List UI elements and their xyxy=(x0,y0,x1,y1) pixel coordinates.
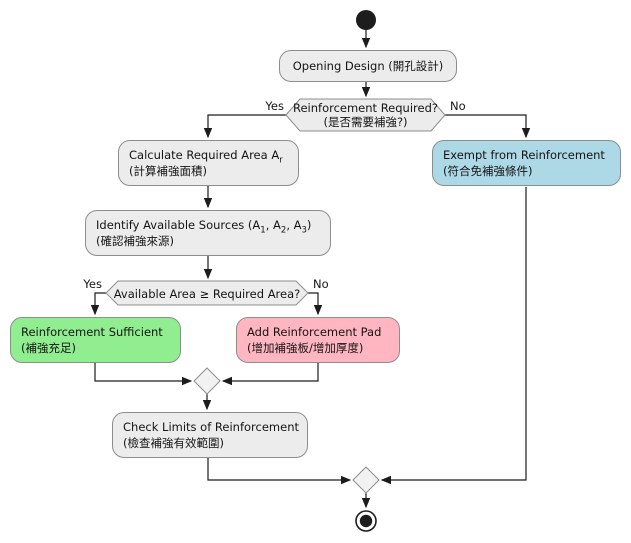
guard-no-1: No xyxy=(450,99,466,113)
text-fragment: Calculate Required Area A xyxy=(129,148,280,162)
decision-question: Available Area ≥ Required Area? xyxy=(113,287,301,301)
decision-reinforcement-required xyxy=(285,98,446,132)
activity-opening-design: Opening Design (開孔設計) xyxy=(279,50,457,82)
decision-question-zh: (是否需要補強?) xyxy=(323,115,408,129)
decision-question: Reinforcement Required? xyxy=(292,101,438,115)
activity-label: Identify Available Sources (A1, A2, A3) xyxy=(96,217,320,236)
guard-yes-2: Yes xyxy=(83,277,102,291)
activity-label-zh: (補強充足) xyxy=(21,341,76,355)
activity-label: Opening Design (開孔設計) xyxy=(292,59,444,73)
activity-label-zh: (增加補強板/增加厚度) xyxy=(247,341,364,355)
activity-label-zh: (檢查補強有效範圍) xyxy=(123,436,224,450)
edge-addpad-to-merge1 xyxy=(221,363,319,386)
guard-no-2: No xyxy=(313,277,329,291)
start-node xyxy=(356,10,376,30)
activity-calculate-required-area: Calculate Required Area Ar (計算補強面積) xyxy=(118,140,299,186)
text-fragment: , A xyxy=(265,218,281,232)
activity-identify-available-sources: Identify Available Sources (A1, A2, A3) … xyxy=(85,210,331,256)
edge-decision2-no-to-addpad xyxy=(308,292,323,316)
subscript: 2 xyxy=(280,225,287,236)
activity-label: Check Limits of Reinforcement xyxy=(123,420,299,434)
edge-checklimits-to-merge2 xyxy=(207,458,352,485)
activity-add-reinforcement-pad: Add Reinforcement Pad (增加補強板/增加厚度) xyxy=(236,317,400,363)
edge-decision-no-to-exempt xyxy=(445,114,531,139)
activity-label: Exempt from Reinforcement xyxy=(443,148,605,162)
end-node-dot xyxy=(359,514,373,528)
activity-reinforcement-sufficient: Reinforcement Sufficient (補強充足) xyxy=(10,317,181,363)
subscript: 1 xyxy=(260,225,266,236)
activity-label-zh: (符合免補強條件) xyxy=(443,164,533,178)
merge-diamond-2 xyxy=(352,466,380,494)
decision-1-label: Reinforcement Required? (是否需要補強?) xyxy=(292,101,439,129)
guard-yes-1: Yes xyxy=(265,99,284,113)
edge-exempt-to-merge2 xyxy=(380,187,527,485)
activity-label: Add Reinforcement Pad xyxy=(247,325,382,339)
subscript: 3 xyxy=(301,225,307,236)
activity-label-zh: (確認補強來源) xyxy=(96,234,174,248)
edge-sufficient-to-merge1 xyxy=(94,363,193,386)
activity-label: Calculate Required Area Ar xyxy=(129,147,288,166)
subscript: r xyxy=(279,155,283,166)
activity-label-zh: (計算補強面積) xyxy=(129,164,207,178)
decision-2-label: Available Area ≥ Required Area? xyxy=(112,287,302,301)
activity-label: Reinforcement Sufficient xyxy=(21,325,163,339)
text-fragment: ) xyxy=(306,218,312,232)
decision-available-area xyxy=(105,280,309,306)
edge-decision2-yes-to-sufficient xyxy=(90,292,106,316)
activity-exempt-from-reinforcement: Exempt from Reinforcement (符合免補強條件) xyxy=(432,140,621,186)
activity-check-limits: Check Limits of Reinforcement (檢查補強有效範圍) xyxy=(112,412,308,458)
edge-decision-yes-to-calculate xyxy=(203,114,286,139)
merge-diamond-1 xyxy=(193,367,221,395)
text-fragment: Identify Available Sources (A xyxy=(96,218,261,232)
text-fragment: , A xyxy=(286,218,302,232)
